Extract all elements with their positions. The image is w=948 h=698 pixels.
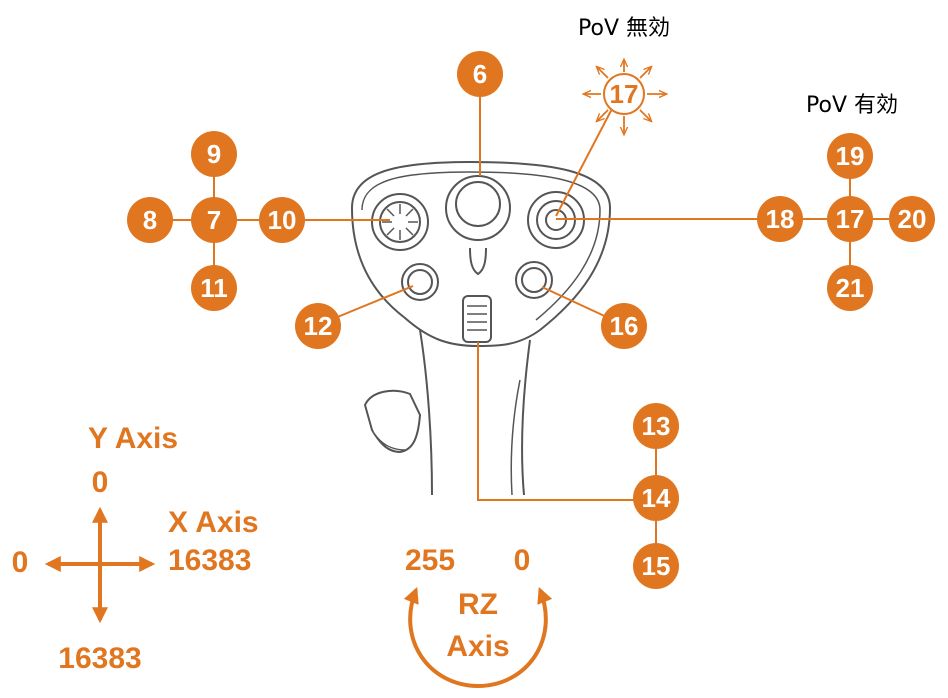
badge-15-label: 15: [642, 551, 671, 581]
left-hat-spokes: [382, 204, 418, 240]
leader-lines: [150, 74, 912, 566]
badge-21-label: 21: [836, 273, 865, 303]
badge-14: 14: [633, 475, 679, 521]
pov-enabled-title: PoV 有効: [806, 93, 898, 118]
y-axis-min: 0: [92, 466, 109, 499]
badge-16: 16: [601, 303, 647, 349]
trigger-illustration: [363, 389, 422, 454]
badge-19-label: 19: [836, 141, 865, 171]
rz-axis-label-line2: Axis: [446, 630, 509, 663]
badge-11-label: 11: [200, 273, 228, 303]
x-axis-max: 16383: [168, 544, 251, 577]
badge-10-label: 10: [268, 205, 297, 235]
badge-15: 15: [633, 543, 679, 589]
badge-20: 20: [889, 196, 935, 242]
badge-6: 6: [457, 51, 503, 97]
badge-20-label: 20: [898, 204, 927, 234]
xy-axes-arrows-icon: [44, 506, 156, 624]
badge-18: 18: [757, 196, 803, 242]
badge-9-label: 9: [207, 139, 221, 169]
badge-14-label: 14: [642, 483, 671, 513]
badge-17-enabled-label: 17: [836, 204, 865, 234]
badge-6-label: 6: [473, 59, 487, 89]
pov-disabled-title: PoV 無効: [578, 16, 670, 41]
badge-13-label: 13: [642, 411, 671, 441]
rz-rotation-arrow-icon: [403, 587, 553, 689]
badge-10: 10: [259, 197, 305, 243]
pov-17-disabled-number: 17: [610, 79, 639, 109]
badge-21: 21: [827, 265, 873, 311]
badge-16-label: 16: [610, 311, 639, 341]
badge-19: 19: [827, 133, 873, 179]
badge-8-label: 8: [143, 205, 157, 235]
badge-8: 8: [127, 197, 173, 243]
rz-axis-label-line1: RZ: [458, 588, 498, 621]
badge-12-label: 12: [304, 311, 333, 341]
y-axis-label: Y Axis: [88, 422, 178, 455]
badge-7: 7: [191, 197, 237, 243]
x-axis-label: X Axis: [168, 506, 259, 539]
y-axis-max: 16383: [58, 642, 141, 675]
badge-17-enabled: 17: [827, 196, 873, 242]
badge-11: 11: [191, 265, 237, 311]
rz-left-value: 255: [405, 544, 455, 577]
x-axis-min: 0: [12, 546, 29, 579]
badge-12: 12: [295, 303, 341, 349]
badge-13: 13: [633, 403, 679, 449]
badge-18-label: 18: [766, 204, 795, 234]
pov-8-way-arrows-icon: [584, 60, 666, 134]
badge-7-label: 7: [207, 205, 221, 235]
badge-9: 9: [191, 131, 237, 177]
rz-right-value: 0: [514, 544, 531, 577]
